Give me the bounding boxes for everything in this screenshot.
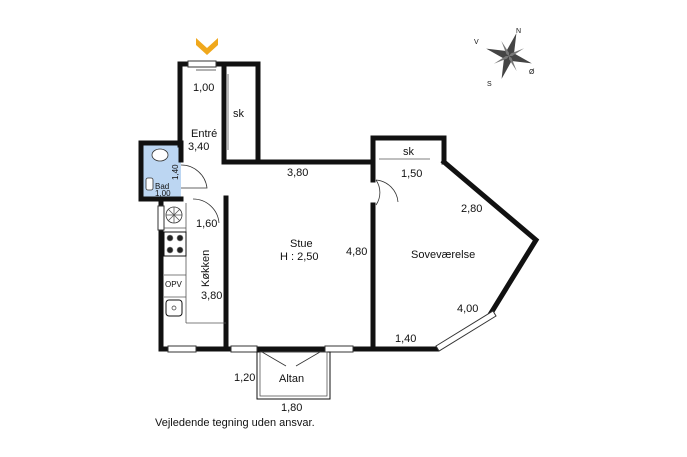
stue-dim-h: 4,80	[346, 246, 367, 258]
windows	[157, 205, 497, 353]
balcony	[256, 351, 331, 400]
compass-n-label: N	[516, 28, 521, 35]
sovevaerelse-dim-bottom: 1,40	[395, 333, 416, 345]
bad-dim-w: 1,00	[155, 189, 171, 198]
entre-closet-label: sk	[233, 108, 245, 120]
compass-s-label: S	[487, 81, 492, 88]
sovevaerelse-dim-diag-lower: 4,00	[457, 303, 478, 315]
kokken-name: Køkken	[200, 250, 212, 287]
compass-rose-icon	[486, 33, 532, 79]
compass-v-label: V	[474, 39, 479, 46]
kokken-appliance: OPV	[165, 280, 183, 289]
doors	[180, 60, 399, 367]
bathroom-fixtures	[145, 148, 169, 191]
sovevaerelse-dim-top: 1,50	[401, 168, 422, 180]
altan-dim-w: 1,80	[281, 402, 302, 414]
compass-o-label: Ø	[529, 69, 535, 76]
bad-name: Bad	[155, 182, 169, 191]
altan-name: Altan	[279, 373, 304, 385]
disclaimer: Vejledende tegning uden ansvar.	[155, 417, 315, 429]
sovevaerelse-closet-label: sk	[403, 146, 415, 158]
stue-dim-w: 3,80	[287, 167, 308, 179]
bad-dim-h: 1,40	[171, 164, 180, 180]
stue-name: Stue	[290, 238, 313, 250]
sovevaerelse-name: Soveværelse	[411, 249, 475, 261]
altan-dim-h: 1,20	[234, 372, 255, 384]
sovevaerelse-dim-diag-upper: 2,80	[461, 203, 482, 215]
entre-name: Entré	[191, 128, 217, 140]
entrance-chevron-icon	[196, 38, 218, 55]
entre-area: 3,40	[188, 141, 209, 153]
kokken-dim-len: 3,80	[201, 290, 222, 302]
entre-dim-top: 1,00	[193, 82, 214, 94]
stue-height: H : 2,50	[280, 251, 319, 263]
kokken-dim-w: 1,60	[196, 218, 217, 230]
kitchen-fixtures	[163, 203, 226, 324]
